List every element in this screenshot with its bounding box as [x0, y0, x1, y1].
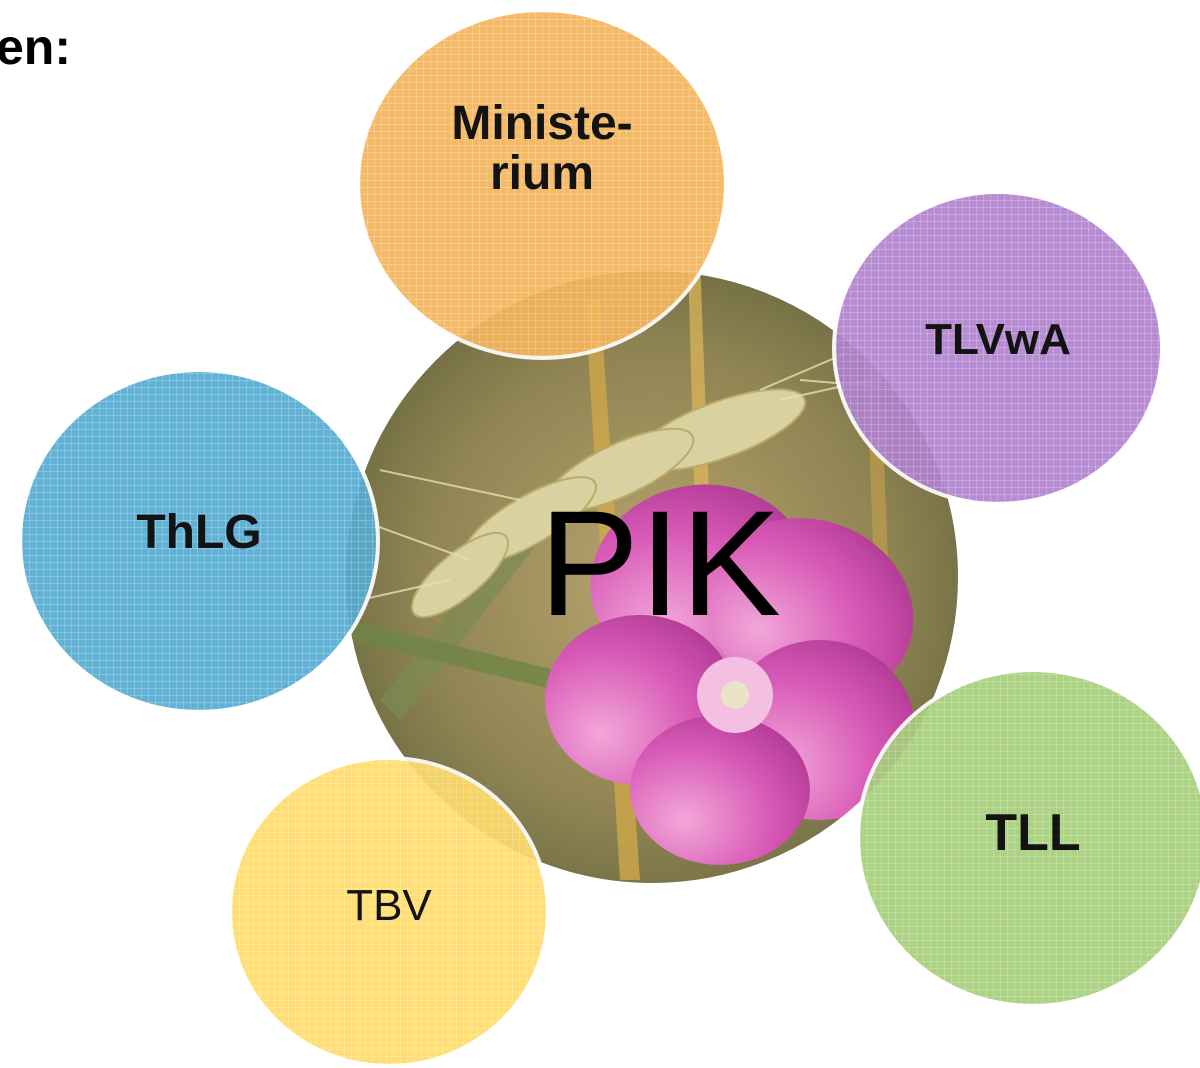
node-thlg-label: ThLG	[136, 508, 261, 558]
node-thlg: ThLG	[18, 368, 380, 714]
node-tbv-label: TBV	[346, 883, 432, 929]
node-ministerium-label: Ministe- rium	[451, 99, 632, 200]
center-label: PIK	[500, 488, 820, 638]
node-ministerium: Ministe- rium	[356, 8, 728, 360]
node-tlvwa-label: TLVwA	[925, 317, 1071, 363]
node-tll-label: TLL	[985, 806, 1080, 861]
node-tbv: TBV	[228, 756, 550, 1068]
node-tll: TLL	[856, 668, 1200, 1008]
node-tlvwa: TLVwA	[832, 190, 1164, 506]
